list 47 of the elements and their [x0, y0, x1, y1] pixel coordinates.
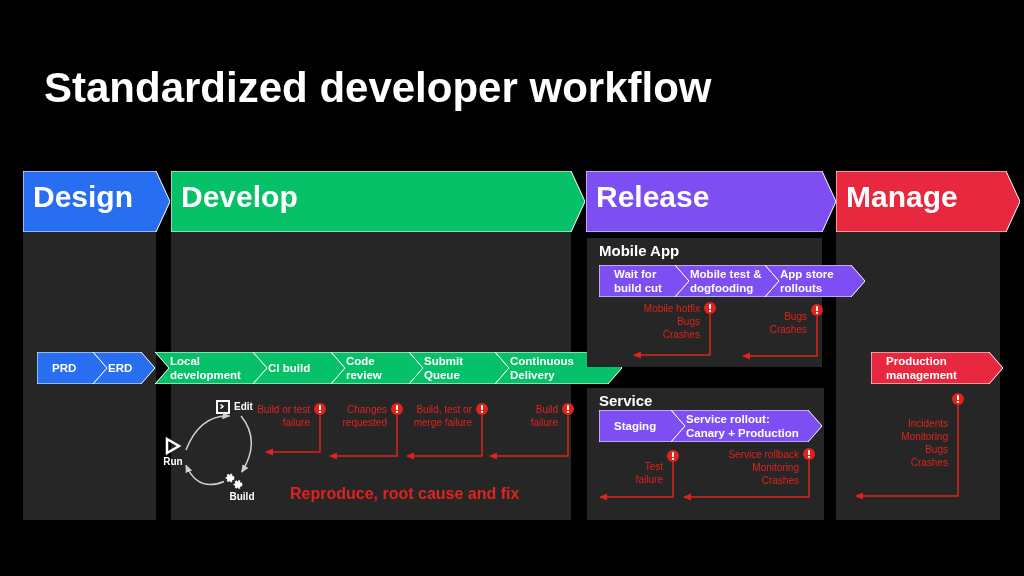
failure-label: Monitoring — [901, 430, 948, 443]
failure-label: Test failure — [634, 460, 663, 486]
failure-label: Crashes — [662, 328, 700, 341]
failure-label: Crashes — [769, 323, 807, 336]
failure-label: Build or test failure — [256, 403, 310, 429]
arrow — [742, 315, 818, 360]
process-step: App store rollouts — [765, 265, 865, 297]
process-step: Service rollout: Canary + Production — [671, 410, 822, 442]
arrow — [329, 414, 398, 460]
arrow — [633, 313, 711, 359]
failure-label: Bugs — [784, 310, 807, 323]
step-label: Edit — [234, 402, 253, 412]
failure-label: Bugs — [925, 443, 948, 456]
arrow — [265, 414, 321, 456]
failure-label: Bugs — [677, 315, 700, 328]
failure-label: Changes requested — [341, 403, 387, 429]
arrow — [406, 414, 483, 460]
step-label: Build — [229, 492, 255, 502]
failure-label: Crashes — [910, 456, 948, 469]
process-step: Production management — [871, 352, 1003, 384]
phase-header: Release — [586, 171, 836, 232]
process-step: ERD — [93, 352, 155, 384]
arrow — [489, 414, 569, 460]
arrow — [240, 415, 253, 473]
arrow — [683, 459, 810, 501]
failure-label: Crashes — [761, 474, 799, 487]
process-step: CI build — [253, 352, 345, 384]
arrow — [185, 412, 231, 451]
failure-label: Incidents — [907, 417, 948, 430]
failure-label: Service rollback — [728, 448, 799, 461]
process-step: Wait for build cut — [599, 265, 689, 297]
failure-label: Mobile hotfix — [643, 302, 700, 315]
section-panel: Service Staging Service rollout: Canary + Production Test failure Service rollback Monitoring Crashes — [587, 388, 824, 520]
process-step: Staging — [599, 410, 685, 442]
failure-label: Monitoring — [752, 461, 799, 474]
arrow — [855, 404, 959, 500]
process-step: Local development — [155, 352, 267, 384]
failure-label: Build failure — [529, 403, 558, 429]
step-label: Run — [163, 457, 183, 467]
phase-header: Develop — [171, 171, 585, 232]
title: Standardized developer workflow — [44, 63, 712, 113]
arrow — [599, 461, 674, 501]
note-text: Reproduce, root cause and fix — [290, 484, 520, 504]
arrow — [185, 464, 225, 486]
phase-header: Design — [23, 171, 170, 232]
phase-header: Manage — [836, 171, 1020, 232]
failure-label: Build, test or merge failure — [412, 403, 472, 429]
